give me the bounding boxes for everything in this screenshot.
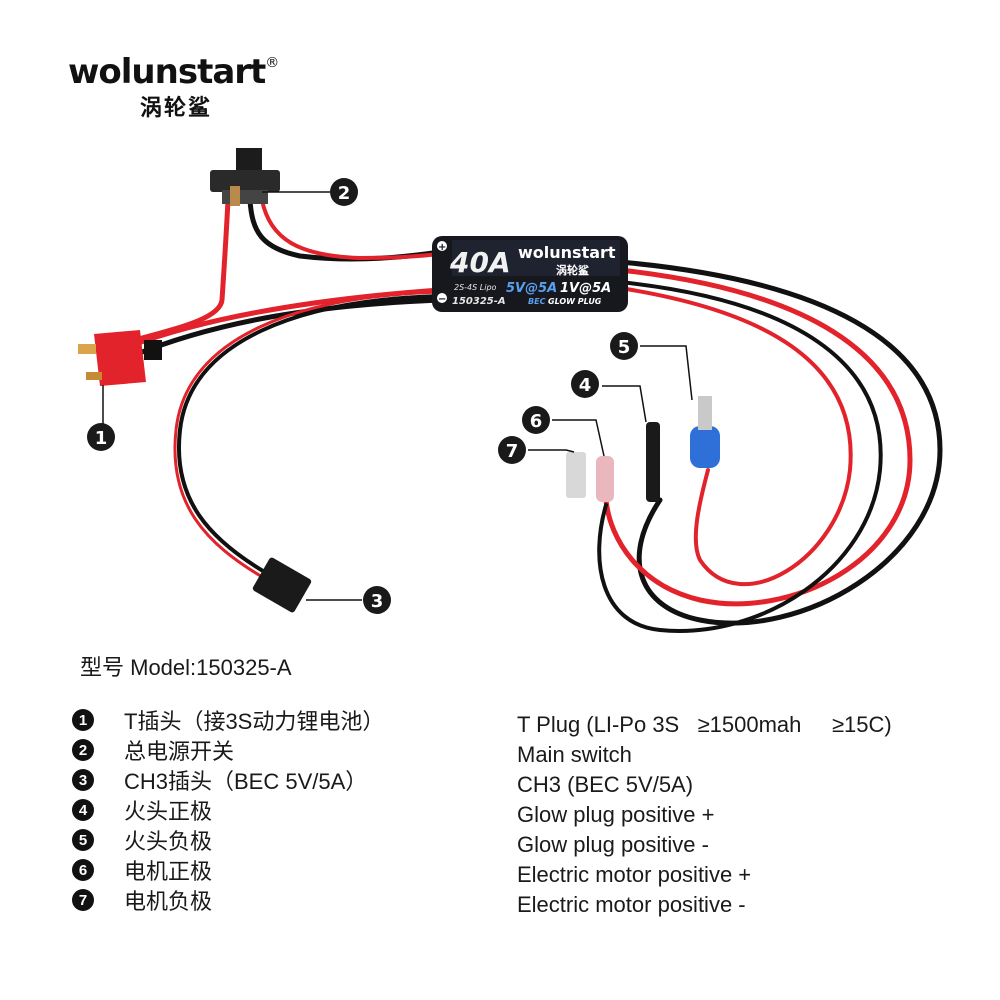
esc-lipo: 2S-4S Lipo [454, 283, 497, 292]
legend-en-text: Glow plug positive - [517, 832, 709, 857]
callouts: 2 1 3 4 5 6 7 [87, 178, 638, 614]
legend-number: 2 [72, 739, 94, 761]
legend-row: 6 电机正极 [72, 855, 384, 885]
legend-en-text: Main switch [517, 742, 632, 767]
svg-text:1: 1 [95, 428, 108, 449]
legend-row: 5 火头负极 [72, 825, 384, 855]
legend-number: 4 [72, 799, 94, 821]
legend-en-text: T Plug (LI-Po 3S ≥1500mah ≥15C) [517, 712, 892, 737]
out-red-wire-2 [618, 286, 853, 587]
legend-number: 7 [72, 889, 94, 911]
legend-number: 5 [72, 829, 94, 851]
callout-6 [522, 406, 550, 434]
legend-en-text: Electric motor positive + [517, 862, 752, 887]
out-black-wire-1 [617, 259, 943, 626]
callout-7 [498, 436, 526, 464]
power-switch [210, 148, 280, 206]
esc-bec-label: BEC [528, 297, 546, 306]
brand-reg: ® [265, 54, 279, 71]
t-plug [78, 330, 162, 386]
servo-plug [252, 557, 312, 613]
legend-cn-text: CH3插头（BEC 5V/5A） [124, 769, 368, 794]
svg-text:2: 2 [338, 183, 351, 204]
svg-text:5: 5 [618, 337, 631, 358]
legend-cn-text: 电机负极 [124, 889, 213, 914]
out-red-wire-1 [603, 267, 913, 607]
esc-minus: − [438, 294, 446, 305]
brand-logo: wolunstart® [68, 52, 279, 92]
out-black-wire-2 [597, 280, 883, 633]
legend-number: 3 [72, 769, 94, 791]
legend-en-text: Glow plug positive + [517, 802, 715, 827]
servo-red-wire [173, 290, 442, 580]
legend-en-text: CH3 (BEC 5V/5A) [517, 772, 694, 797]
callout-4 [571, 370, 599, 398]
esc-brand: wolunstart [518, 243, 616, 262]
legend-cn-text: T插头（接3S动力锂电池） [124, 709, 385, 734]
callout-2 [330, 178, 358, 206]
esc-part: 150325-A [452, 296, 506, 307]
legend-cn-text: 火头负极 [124, 829, 213, 854]
callout-3 [363, 586, 391, 614]
terminals [566, 396, 720, 502]
legend-number: 6 [72, 859, 94, 881]
svg-text:3: 3 [371, 591, 384, 612]
legend-cn-text: 电机正极 [124, 859, 213, 884]
brand-logo-cn: 涡轮鲨 [140, 96, 213, 121]
esc-brand-cn: 涡轮鲨 [556, 263, 589, 277]
esc-module: 40A wolunstart 涡轮鲨 2S-4S Lipo 150325-A 5… [432, 236, 628, 312]
callout-5 [610, 332, 638, 360]
legend-row: 4 火头正极 [72, 795, 384, 825]
esc-glow-label: GLOW PLUG [548, 297, 602, 306]
legend-cn-text: 火头正极 [124, 799, 213, 824]
legend-row: 7 电机负极 [72, 885, 384, 915]
legend-cn-text: 总电源开关 [124, 739, 235, 764]
model-line: 型号 Model:150325-A [80, 655, 292, 680]
legend-row: 3 CH3插头（BEC 5V/5A） [72, 765, 384, 795]
legend-number: 1 [72, 709, 94, 731]
esc-glow: 1V@5A [560, 281, 611, 296]
switch-red-wire-2 [260, 198, 442, 261]
esc-bec: 5V@5A [506, 281, 557, 296]
svg-text:6: 6 [530, 411, 543, 432]
esc-rating: 40A [449, 246, 511, 279]
brand-name: wolunstart [68, 52, 266, 92]
legend-row: 2 总电源开关 [72, 735, 384, 765]
legend-en-text: Electric motor positive - [517, 892, 746, 917]
svg-text:7: 7 [506, 441, 519, 462]
esc-plus: + [438, 242, 446, 253]
legend-en: T Plug (LI-Po 3S ≥1500mah ≥15C) Main swi… [517, 710, 892, 920]
servo-black-wire [176, 294, 442, 576]
svg-text:4: 4 [579, 375, 592, 396]
tplug-black-wire [129, 297, 443, 359]
switch-black-wire [247, 197, 443, 262]
legend-row: 1 T插头（接3S动力锂电池） [72, 705, 384, 735]
callout-1 [87, 423, 115, 451]
